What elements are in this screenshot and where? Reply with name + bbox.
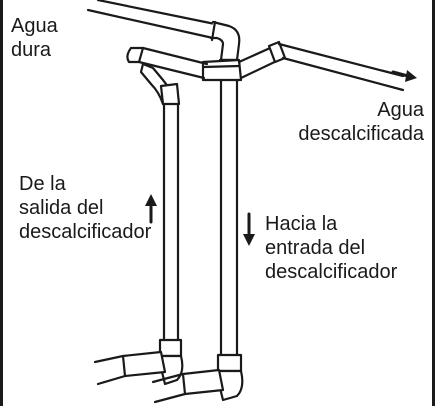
to-softener-inlet-label: Hacia la entrada del descalcificador: [265, 213, 398, 283]
hard-water-label: Agua dura: [11, 15, 58, 61]
from-softener-outlet-label: De la salida del descalcificador: [19, 173, 152, 243]
lower-left-elbow: [93, 350, 184, 386]
outlet-elbow-upper: [126, 46, 181, 106]
softened-water-outlet-pipe: [237, 40, 405, 92]
plumbing-diagram: [86, 0, 417, 404]
up-flow-arrow: [145, 194, 157, 224]
inlet-elbow-fitting: [209, 20, 241, 62]
bypass-pipe: [137, 46, 209, 80]
from-softener-vertical-pipe: [158, 102, 183, 358]
softened-water-label: Agua descalcificada: [298, 99, 424, 145]
down-flow-arrow: [243, 212, 255, 246]
softened-water-arrow: [391, 70, 417, 82]
to-softener-vertical-pipe: [216, 78, 243, 373]
tee-fitting: [201, 58, 243, 82]
hard-water-inlet-pipe: [86, 0, 217, 40]
lower-right-elbow: [151, 368, 244, 404]
